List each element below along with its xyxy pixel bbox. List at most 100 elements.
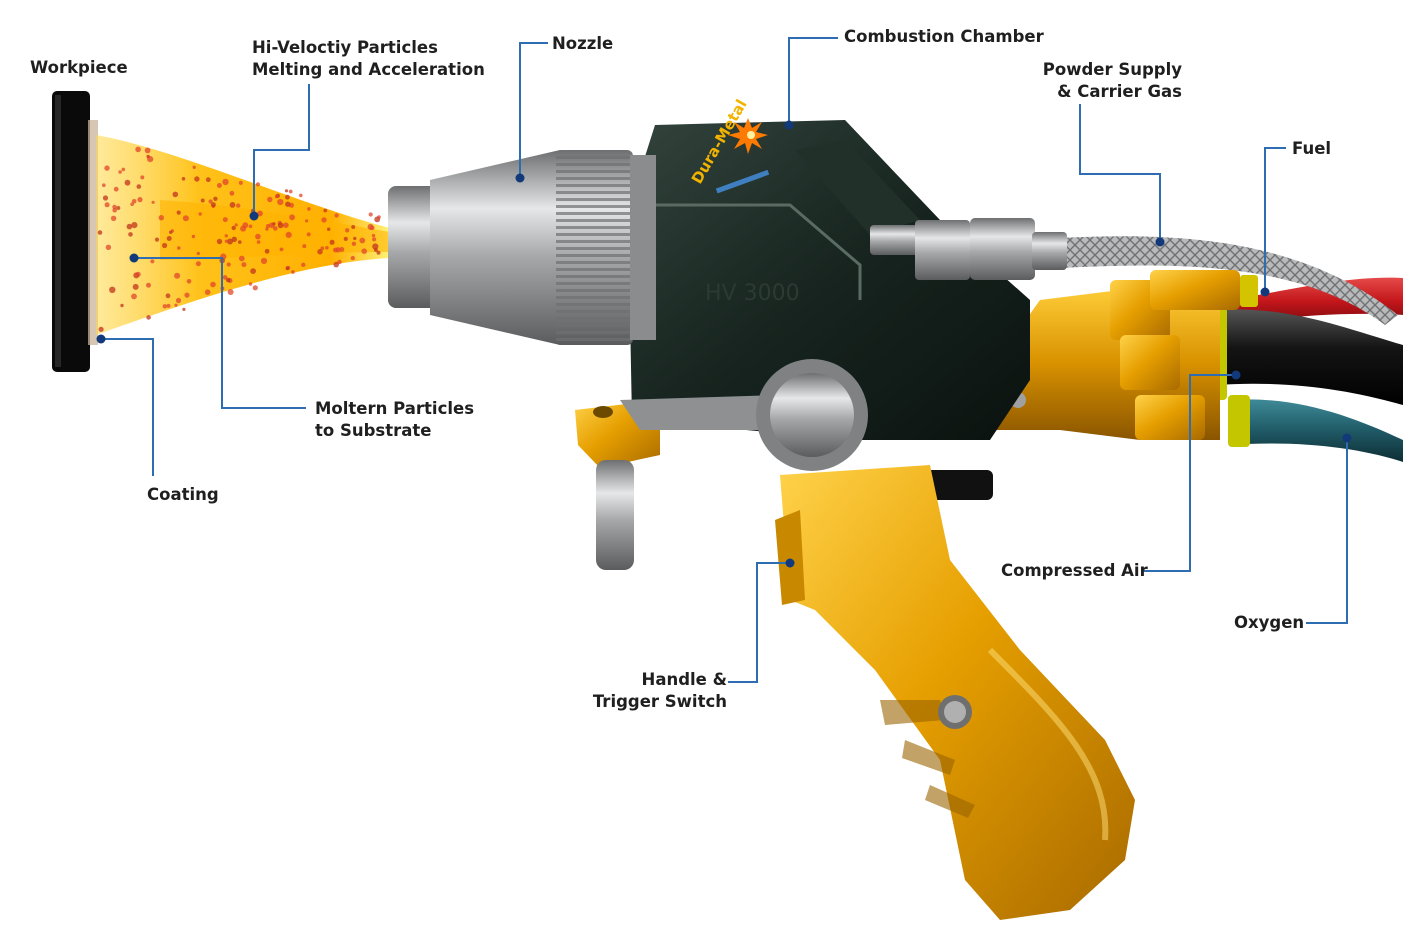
particle-dot: [288, 189, 293, 194]
particle-dot: [238, 240, 242, 244]
particle-dot: [252, 285, 258, 291]
knurl-ridge: [556, 240, 632, 243]
particle-dot: [104, 202, 110, 208]
knurl-ridge: [556, 324, 632, 327]
particle-dot: [371, 233, 376, 238]
particle-dot: [204, 289, 211, 296]
particle-dot: [121, 167, 126, 172]
particle-dot: [373, 248, 378, 252]
particle-dot: [222, 178, 229, 186]
particle-dot: [334, 213, 339, 218]
particle-dot: [224, 234, 228, 238]
label-combustion-chamber: Combustion Chamber: [844, 26, 1044, 48]
leader-handle: [728, 562, 790, 683]
particle-dot: [317, 249, 323, 255]
particle-dot: [118, 170, 122, 174]
particle-dot: [367, 223, 374, 230]
particle-dot: [144, 147, 151, 154]
particle-dot: [227, 289, 234, 295]
bracket-and-lever: [575, 359, 993, 570]
particle-dot: [299, 193, 303, 198]
leader-molten-particles: [134, 257, 306, 409]
knurl-ridge: [556, 275, 632, 278]
spray-plume: [96, 135, 390, 335]
knurl-ridge: [556, 170, 632, 173]
particle-dot: [195, 261, 201, 267]
label-workpiece-text: Workpiece: [30, 58, 128, 77]
particle-dot: [289, 214, 295, 221]
knurl-ridge: [556, 156, 632, 159]
particle-dot: [265, 227, 269, 231]
knurl-ridge: [556, 198, 632, 201]
label-compressed-air: Compressed Air: [1001, 560, 1148, 582]
particle-dot: [277, 222, 284, 229]
particle-dot: [102, 195, 109, 201]
particle-dot: [102, 183, 106, 187]
knurl-ridge: [556, 177, 632, 180]
label-powder-supply-line2: & Carrier Gas: [1057, 82, 1182, 101]
knurl-ridge: [556, 296, 632, 299]
knurl-ridge: [556, 303, 632, 306]
particle-dot: [302, 244, 307, 249]
particle-dot: [208, 199, 213, 204]
particle-dot: [205, 177, 211, 183]
knurl-ridge: [556, 331, 632, 334]
label-handle-line1: Handle &: [641, 670, 727, 689]
knurl-ridge: [556, 310, 632, 313]
particle-dot: [301, 262, 306, 267]
particle-dot: [291, 270, 295, 274]
particle-dot: [267, 196, 273, 203]
particle-dot: [131, 293, 137, 300]
label-hv-particles-line1: Hi-Veloctiy Particles: [252, 38, 438, 57]
label-fuel: Fuel: [1292, 138, 1331, 160]
particle-dot: [323, 208, 328, 213]
particle-dot: [256, 240, 261, 244]
label-molten-particles-line2: to Substrate: [315, 421, 432, 440]
knurl-ridge: [556, 205, 632, 208]
particle-dot: [137, 197, 143, 203]
particle-dot: [131, 199, 137, 204]
knurl-ridge: [556, 212, 632, 215]
particle-dot: [339, 247, 345, 252]
knurl-ridge: [556, 317, 632, 320]
particle-dot: [165, 293, 171, 299]
label-coating: Coating: [147, 484, 219, 506]
model-marking: HV 3000: [705, 281, 800, 306]
particle-dot: [329, 239, 335, 245]
particle-dot: [350, 255, 355, 261]
label-powder-supply-line1: Powder Supply: [1042, 60, 1182, 79]
knurl-ridge: [556, 268, 632, 271]
particle-dot: [162, 242, 168, 249]
particle-dot: [351, 225, 356, 229]
particle-dot: [131, 222, 138, 229]
particle-dot: [109, 286, 116, 293]
particle-dot: [213, 196, 218, 201]
label-coating-text: Coating: [147, 485, 219, 504]
particle-dot: [372, 237, 377, 242]
knurl-ridge: [556, 261, 632, 264]
particle-dot: [257, 210, 263, 217]
particle-dot: [112, 204, 117, 210]
knurl-ridge: [556, 226, 632, 229]
particle-dot: [132, 283, 139, 290]
particle-dot: [151, 200, 155, 204]
particle-dot: [192, 165, 196, 169]
nozzle-knurl: [556, 156, 632, 341]
particle-dot: [264, 248, 270, 254]
leader-oxygen: [1306, 438, 1348, 624]
particle-dot: [154, 237, 160, 242]
label-molten-particles-line1: Moltern Particles: [315, 399, 475, 418]
particle-dot: [248, 224, 253, 229]
handle: [775, 465, 1135, 920]
label-oxygen: Oxygen: [1234, 612, 1304, 634]
leader-coating: [101, 338, 154, 476]
particle-dot: [225, 277, 231, 283]
particle-dot: [169, 230, 173, 234]
particle-dot: [182, 215, 189, 222]
particle-dot: [126, 223, 133, 230]
particle-dot: [242, 222, 249, 229]
molten-particles: [97, 146, 381, 332]
particle-dot: [274, 195, 279, 199]
